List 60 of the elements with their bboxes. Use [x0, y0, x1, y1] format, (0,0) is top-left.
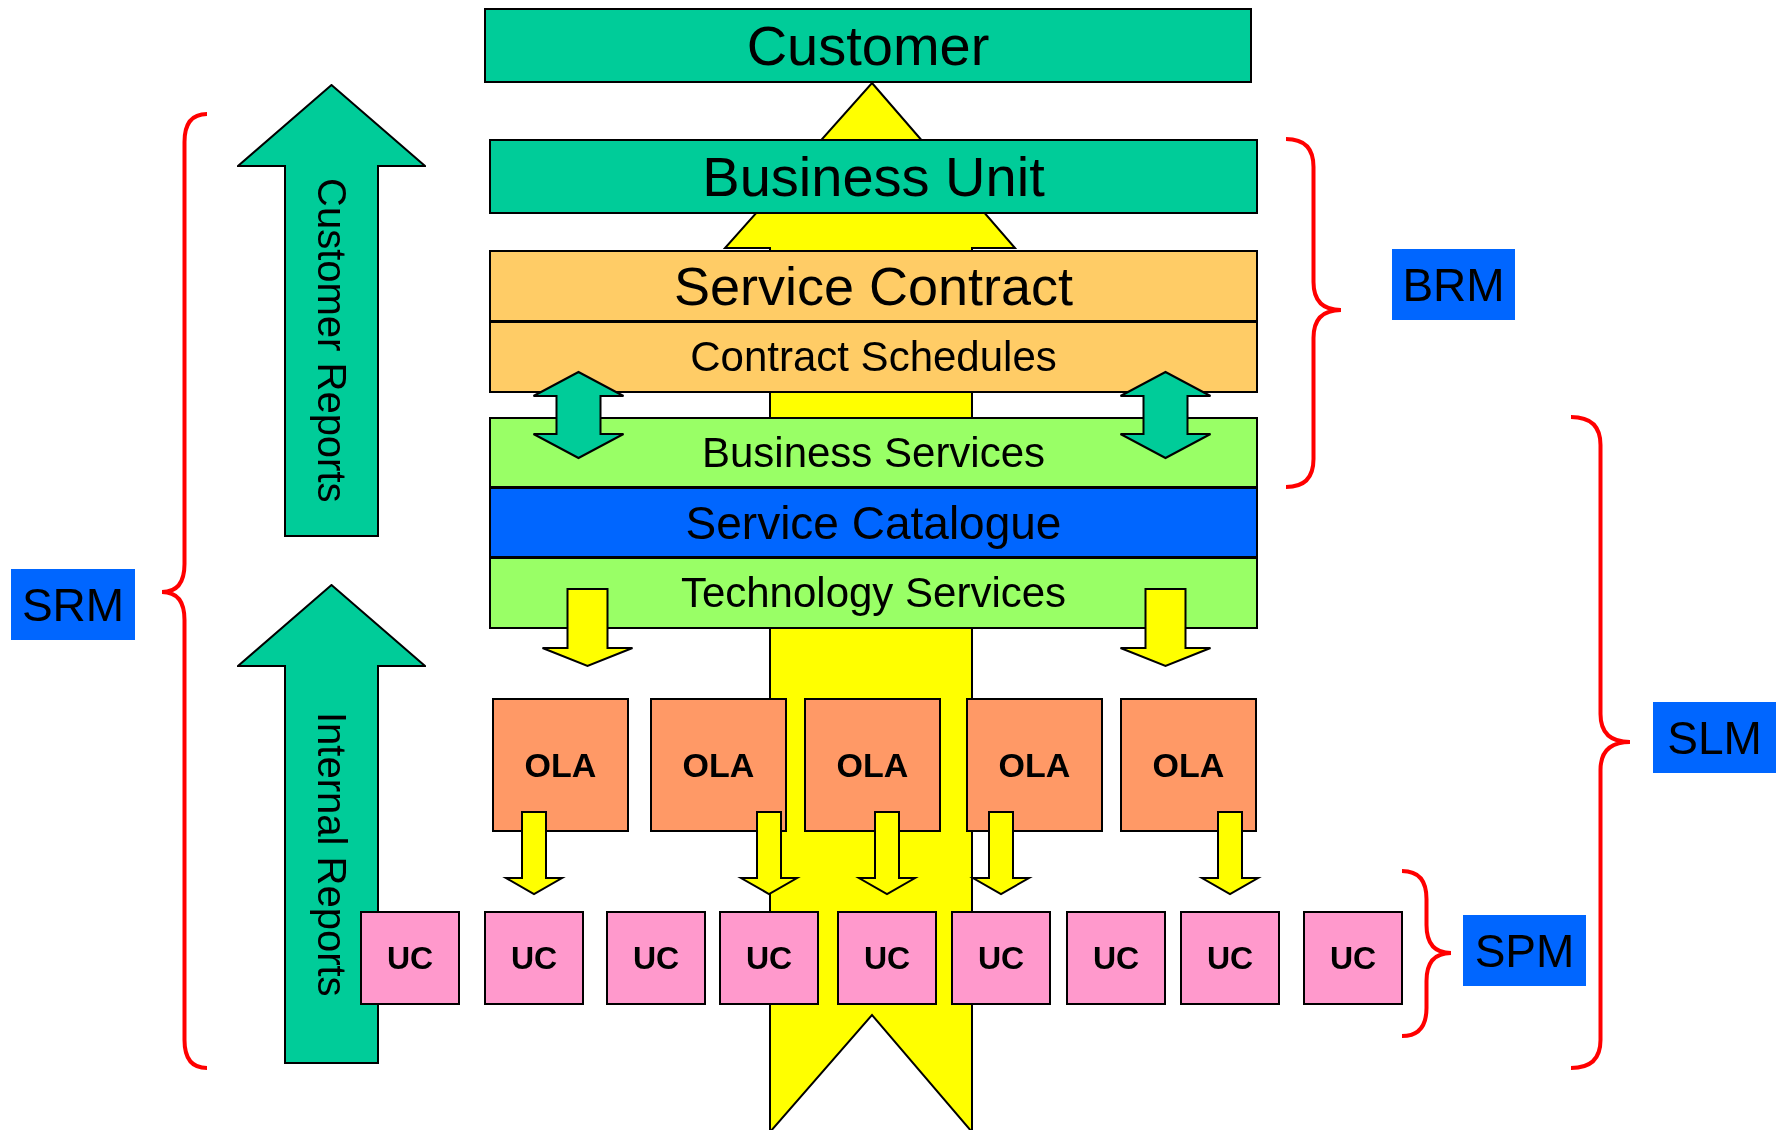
schedule-box — [489, 321, 1258, 393]
contract-box — [837, 911, 937, 1005]
node-label: OLA — [682, 748, 755, 782]
double-arrow — [1119, 370, 1212, 460]
contract-box — [951, 911, 1051, 1005]
node-label: UC — [1092, 942, 1140, 974]
node-label: Service Contract — [673, 259, 1074, 313]
tag-label — [1653, 702, 1776, 773]
node-label: Technology Services — [680, 572, 1067, 614]
service-box — [489, 557, 1258, 629]
arrow — [969, 811, 1033, 896]
contract-box — [484, 911, 584, 1005]
node-label: SPM — [1474, 927, 1575, 974]
node-label: SRM — [21, 581, 125, 628]
node-label: Business Unit — [702, 148, 1045, 205]
contract-box — [489, 250, 1258, 322]
node-label: OLA — [836, 748, 909, 782]
contract-box — [1180, 911, 1280, 1005]
node-label: UC — [1206, 942, 1254, 974]
header-box — [484, 8, 1252, 83]
agreement-box — [966, 698, 1103, 832]
tag-label — [1392, 249, 1515, 320]
catalogue-box — [489, 487, 1258, 558]
arrow — [737, 811, 801, 896]
node-label: UC — [386, 942, 434, 974]
node-label: Contract Schedules — [690, 336, 1057, 378]
node-label: OLA — [524, 748, 597, 782]
contract-box — [1066, 911, 1166, 1005]
contract-box — [719, 911, 819, 1005]
contract-box — [606, 911, 706, 1005]
node-label: Business Services — [701, 431, 1046, 474]
node-label: UC — [745, 942, 793, 974]
arrow — [502, 811, 566, 896]
node-label: UC — [632, 942, 680, 974]
node-label: BRM — [1402, 261, 1505, 308]
node-label: SLM — [1667, 714, 1762, 761]
node-label: UC — [863, 942, 911, 974]
agreement-box — [492, 698, 629, 832]
arrow — [1198, 811, 1262, 896]
node-label: Internal Reports — [311, 711, 352, 997]
tag-label — [11, 569, 135, 640]
service-box — [489, 417, 1258, 488]
arrow — [1119, 588, 1212, 668]
arrow — [541, 588, 634, 668]
unit-box — [489, 139, 1258, 214]
node-label: OLA — [1152, 748, 1225, 782]
node-label: UC — [1329, 942, 1377, 974]
node-label: UC — [977, 942, 1025, 974]
agreement-box — [1120, 698, 1257, 832]
node-label: Customer — [746, 17, 990, 74]
agreement-box — [804, 698, 941, 832]
agreement-box — [650, 698, 787, 832]
double-arrow — [532, 370, 625, 460]
arrow — [855, 811, 919, 896]
node-label: Customer Reports — [311, 178, 352, 503]
tag-label — [1463, 915, 1586, 986]
node-label: UC — [510, 942, 558, 974]
node-label: OLA — [998, 748, 1071, 782]
contract-box — [1303, 911, 1403, 1005]
contract-box — [360, 911, 460, 1005]
